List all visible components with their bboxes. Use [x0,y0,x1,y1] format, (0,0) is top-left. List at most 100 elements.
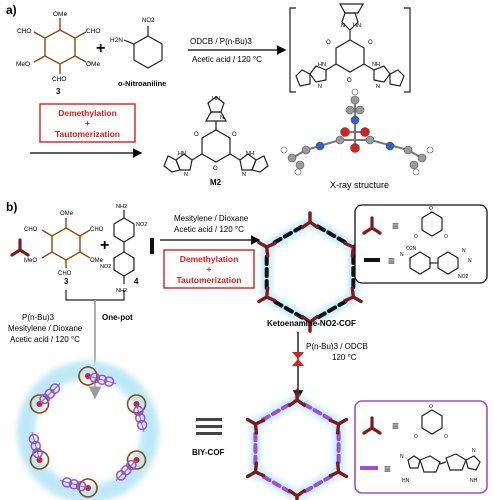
biy-node [126,450,147,470]
cof-glow [250,394,344,500]
xray-atom [280,146,288,154]
cof-linker [273,300,284,308]
biy-cof-molecular-model [17,361,159,500]
int-atom-5: N [318,84,322,90]
xray-atom [385,141,395,151]
svg-text:Demethylation: Demethylation [180,254,239,264]
bowtie-icon [292,352,304,366]
xray-atom [409,160,419,170]
m3-sub-4: MeO [24,258,37,264]
biy-linker-bond [115,459,137,481]
biy-linker-ring [136,419,148,431]
legend2-atom-3: N [400,454,404,460]
biy-linker-bond [31,431,40,461]
legend1-equiv-2: ≡ [388,254,395,268]
m2-atom-8: N [242,172,246,178]
m4-group-0: NH2 [116,204,127,210]
equivalence-bars [196,418,222,435]
cof-linker [326,230,337,238]
one-pot-line-1: P(n-Bu)3 [22,313,55,322]
monomer-3-number: 3 [64,277,69,286]
m2-atom-0: HN [212,96,220,102]
plus-b: + [100,237,109,254]
legend2-atom-0: O [429,404,433,410]
m2-atom-2: O [194,132,199,138]
biy-linker-ring [68,478,80,490]
b-conditions-1: Mesitylene / Dioxane [174,214,249,223]
reactant-3-structure: OMe CHO OMe CHO MeO CHO [16,11,100,83]
m2-atom-6: N [184,172,188,178]
biy-linker-ring [89,372,101,384]
biy-node [78,366,98,386]
xray-atom [403,145,413,155]
legend2-equiv-1: ≡ [392,419,399,433]
b-conditions-2: Acetic acid / 120 °C [174,225,244,234]
intermediate-structure: N HN NH N HN N O O O [289,3,411,93]
cof-node-leg [350,286,356,299]
legend-box-2: ≡ O O O ≡ N HN N NH [354,400,488,494]
svg-text:+: + [85,118,90,128]
biy-cof-hexagon [245,389,349,500]
cof-node-leg [253,470,266,478]
biy-linker-ring [75,480,87,492]
cof-node-leg [328,418,341,426]
monomer-4-structure: NH2 NO2 NO2 NH2 [100,204,147,294]
cof-node-leg [264,295,277,303]
m4-group-1: NO2 [136,222,147,228]
r3-sub-5: CHO [17,28,31,35]
legend2-atom-4: HN [402,478,410,484]
m3-sub-3: CHO [58,271,72,277]
biy-linker-ring [115,470,127,481]
xray-atom [315,141,325,151]
biy-linker-ring [28,433,40,445]
cof-linker [327,305,338,313]
biy-node [29,394,50,414]
legend2-atom-2: O [414,434,418,440]
m2-structure: HN N O O O HN N NH N [163,96,269,178]
cof-linker [282,231,293,239]
biy-node [29,450,50,470]
cof-linker [271,480,282,488]
r3-sub-1: CHO [86,28,100,35]
legend2-atom-5: N [472,448,476,454]
conditions-bottom: Acetic acid / 120 °C [192,55,262,64]
o-nitroaniline-structure: NO2 H2N [110,18,163,69]
biy-node [126,394,147,414]
cof-linker [312,408,323,416]
biy-linker-ring [96,374,108,386]
o-nitroaniline-name: o-Nitroaniline [118,79,166,88]
int-atom-2: NH [372,62,380,68]
monomer-4-number: 4 [134,277,139,286]
legend1-atom-4: O2N [406,246,417,252]
cof-linker [322,413,333,422]
svg-text:Tautomerization: Tautomerization [176,275,241,285]
cof-linker [280,402,291,411]
biy-linker-ring [103,376,115,387]
xray-atom [365,135,375,145]
cof-node-leg [308,315,319,324]
legend1-equiv-1: ≡ [392,219,399,233]
int-atom-8: O [347,78,352,84]
conversion-line-1: P(n-Bu)3 / ODCB [306,342,368,351]
r3-sub-0: OMe [53,11,67,18]
svg-text:Tautomerization: Tautomerization [55,129,120,139]
one-pot-label: One-pot [102,313,133,322]
xray-atoms [280,88,434,176]
m2-label: M2 [210,178,222,187]
cof-node-leg [343,241,356,249]
xray-atom [287,153,297,163]
svg-text:+: + [207,264,212,274]
xray-atom [350,115,360,125]
cof-node-leg [264,245,270,258]
cof1-label: Ketoenamine-NO2-COF [267,319,356,328]
cof-linker [283,306,294,314]
int-atom-6: O [326,40,331,46]
biy-linker-bond [59,480,89,489]
m3-sub-1: CHO [90,227,104,233]
cof-linker [261,474,272,483]
conditions-top: ODCB / P(n-Bu)3 [190,37,252,46]
legend1-atom-7: N [468,258,472,264]
biy-linker-ring [32,447,43,459]
cof-node-leg [253,422,259,435]
ketoenamine-cof-hexagon [257,211,363,333]
